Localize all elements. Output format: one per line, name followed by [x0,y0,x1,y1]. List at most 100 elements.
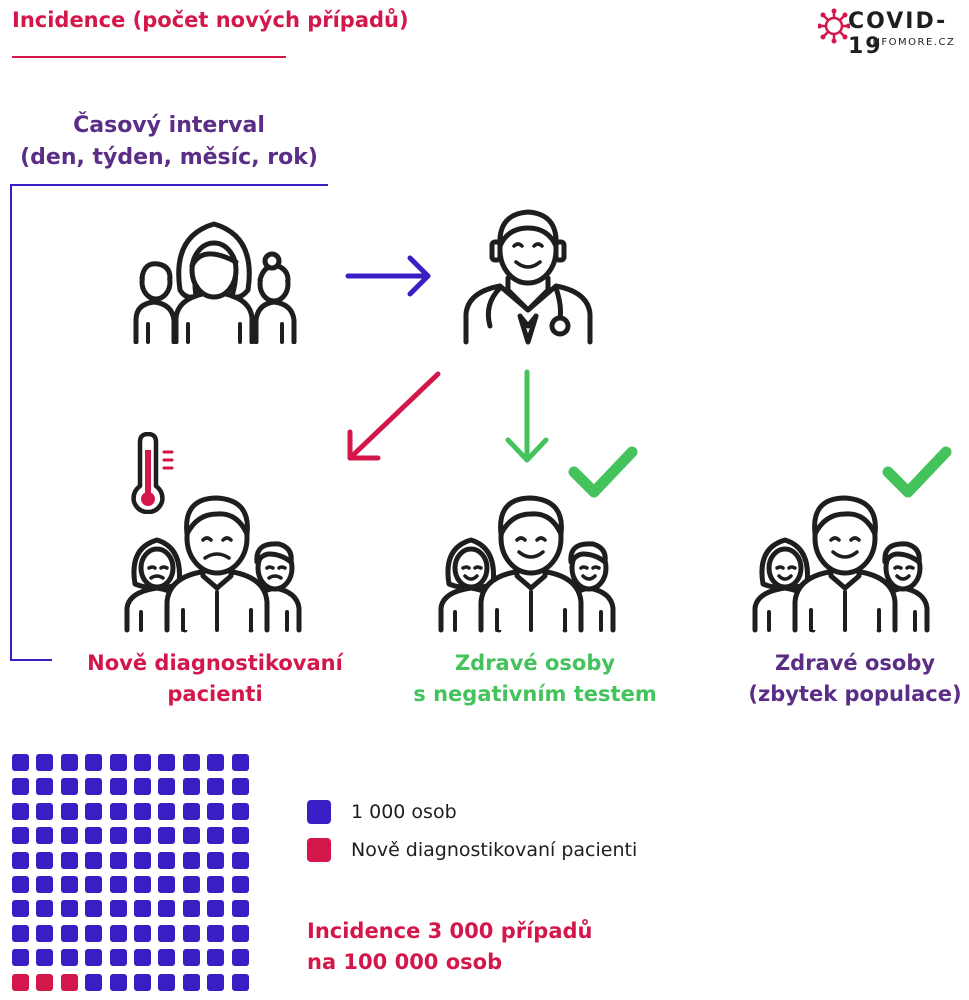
legend-swatch-people [307,800,331,824]
waffle-square-people [12,827,29,845]
waffle-square-people [231,924,249,942]
interval-heading: Časový interval (den, týden, měsíc, rok) [10,110,328,174]
interval-bracket-bottom [10,659,52,661]
waffle-square-people [182,754,200,771]
page-title: Incidence (počet nových případů) [12,8,409,32]
label-rest-line-1: Zdravé osoby [774,651,936,675]
waffle-square-people [36,778,54,796]
label-rest-line-2: (zbytek populace) [748,682,962,706]
waffle-square-people [231,754,249,771]
label-negative-tested: Zdravé osoby s negativním testem [380,648,690,710]
waffle-square-people [36,900,54,918]
waffle-square-people [207,778,225,796]
waffle-square-people [109,827,127,845]
waffle-square-people [182,827,200,845]
waffle-square-people [231,973,249,991]
waffle-square-people [158,973,176,991]
logo-text: COVID-19 [848,9,948,59]
waffle-square-people [109,875,127,893]
waffle-square-people [85,778,103,796]
waffle-square-people [133,827,151,845]
waffle-square-people [60,875,78,893]
waffle-square-people [109,851,127,869]
waffle-square-people [182,778,200,796]
waffle-square-people [158,778,176,796]
waffle-square-people [36,754,54,771]
waffle-square-people [60,924,78,942]
waffle-square-people [133,973,151,991]
waffle-square-people [109,949,127,967]
waffle-square-people [158,949,176,967]
legend-label-people: 1 000 osob [351,801,457,823]
waffle-square-patient [60,973,78,991]
waffle-square-people [85,973,103,991]
waffle-square-people [12,851,29,869]
waffle-square-people [133,949,151,967]
waffle-square-people [133,875,151,893]
title-underline [12,56,286,58]
thermometer-icon [131,432,174,514]
arrow-icon [505,369,549,463]
waffle-square-people [133,778,151,796]
arrow-icon [345,255,431,297]
waffle-square-people [109,973,127,991]
waffle-square-people [85,924,103,942]
waffle-square-people [207,802,225,820]
waffle-square-people [207,949,225,967]
waffle-square-people [231,778,249,796]
waffle-square-people [231,851,249,869]
waffle-square-patient [36,973,54,991]
waffle-square-people [231,802,249,820]
waffle-square-people [12,924,29,942]
waffle-square-people [36,851,54,869]
interval-bracket-top [10,184,328,186]
waffle-square-people [109,900,127,918]
waffle-square-people [207,924,225,942]
waffle-square-people [109,802,127,820]
waffle-square-people [231,827,249,845]
waffle-square-patient [12,973,29,991]
waffle-square-people [85,949,103,967]
arrow-icon [347,371,441,461]
waffle-square-people [60,802,78,820]
label-new-line-1: Nově diagnostikovaní [87,651,343,675]
waffle-square-people [207,827,225,845]
waffle-square-people [158,924,176,942]
waffle-square-people [133,802,151,820]
interval-bracket-side [10,184,12,661]
waffle-square-people [85,875,103,893]
legend-swatch-patients [307,838,331,862]
waffle-square-people [207,900,225,918]
waffle-square-people [182,973,200,991]
crowd-icon [133,221,297,344]
label-new-patients: Nově diagnostikovaní pacienti [60,648,370,710]
waffle-square-people [109,778,127,796]
waffle-square-people [231,900,249,918]
waffle-square-people [158,754,176,771]
waffle-square-people [158,900,176,918]
waffle-square-people [85,827,103,845]
waffle-square-people [133,900,151,918]
waffle-square-people [133,924,151,942]
waffle-square-people [36,949,54,967]
waffle-square-people [182,924,200,942]
waffle-square-people [109,924,127,942]
waffle-square-people [182,851,200,869]
waffle-square-people [231,875,249,893]
waffle-square-people [207,875,225,893]
interval-line-2: (den, týden, měsíc, rok) [20,145,318,170]
waffle-square-people [60,949,78,967]
waffle-square-people [36,924,54,942]
waffle-square-people [109,754,127,771]
waffle-square-people [36,827,54,845]
waffle-square-people [12,949,29,967]
waffle-square-people [60,778,78,796]
waffle-square-people [12,778,29,796]
waffle-square-people [60,851,78,869]
doctor-icon [463,209,593,345]
waffle-square-people [85,802,103,820]
waffle-square-people [158,851,176,869]
waffle-square-people [85,754,103,771]
summary-line-2: na 100 000 osob [307,950,503,974]
waffle-square-people [133,851,151,869]
